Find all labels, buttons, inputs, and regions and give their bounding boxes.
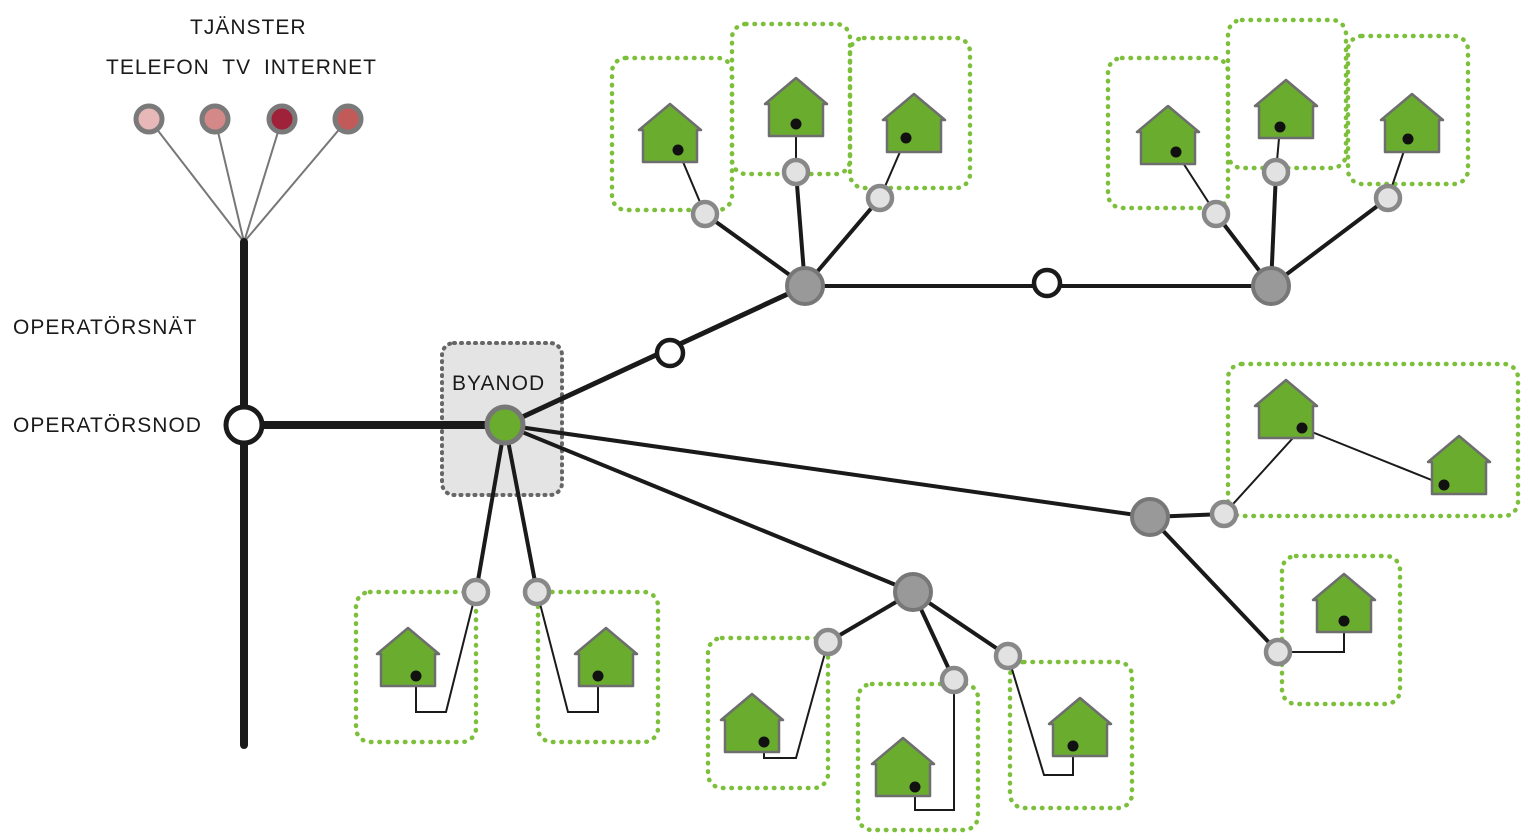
service-names: TELEFON TV INTERNET [106, 56, 377, 79]
house-icon [881, 92, 947, 154]
connection-point [939, 665, 969, 695]
fiber-line [503, 423, 539, 594]
connection-point [813, 627, 843, 657]
property-boundary [855, 681, 981, 833]
connection-point [1373, 183, 1403, 213]
property-boundary [609, 55, 735, 213]
splice-point [1031, 267, 1063, 299]
service-dot-telefon [133, 103, 165, 135]
services-title: TJÄNSTER [190, 16, 307, 39]
house-shape [1135, 104, 1201, 166]
house-shape [1047, 696, 1113, 758]
connection-point [781, 157, 811, 187]
house-icon [870, 736, 936, 798]
house-icon [637, 102, 703, 164]
property-boundary [729, 21, 853, 177]
service-line [148, 118, 245, 243]
operator-network-label: OPERATÖRSNÄT [13, 316, 198, 339]
house-shape [1311, 572, 1377, 634]
fiber-line [474, 423, 507, 594]
house-shape [1379, 92, 1445, 154]
house-icon [1135, 104, 1201, 166]
house-connection-dot [758, 736, 770, 748]
drop-line [1007, 655, 1074, 776]
connection-point [690, 199, 720, 229]
network-node [1130, 497, 1170, 537]
house-connection-dot [592, 670, 604, 682]
house-icon [1253, 378, 1319, 440]
property-boundary [1225, 361, 1521, 519]
service-line [243, 118, 349, 243]
house-connection-dot [672, 144, 684, 156]
house-connection-dot [1402, 133, 1414, 145]
house-icon [1253, 78, 1319, 140]
house-icon [375, 626, 441, 688]
property-boundary [705, 635, 831, 791]
house-connection-dot [1274, 121, 1286, 133]
house-shape [573, 626, 639, 688]
connection-point [522, 577, 552, 607]
service-line [243, 118, 283, 243]
house-shape [870, 736, 936, 798]
house-connection-dot [909, 781, 921, 793]
house-icon [1311, 572, 1377, 634]
drop-line [914, 680, 955, 811]
house-icon [763, 76, 829, 138]
network-node [785, 266, 825, 306]
house-shape [1426, 434, 1492, 496]
fiber-line [1269, 196, 1390, 288]
house-icon [719, 692, 785, 754]
connection-point [1263, 637, 1293, 667]
house-shape [1253, 378, 1319, 440]
property-boundary [1279, 553, 1403, 707]
house-connection-dot [1067, 740, 1079, 752]
connection-point [865, 183, 895, 213]
house-icon [1379, 92, 1445, 154]
service-line [214, 118, 245, 243]
house-connection-dot [1338, 615, 1350, 627]
house-shape [763, 76, 829, 138]
property-boundary [1105, 55, 1231, 211]
house-icon [1047, 696, 1113, 758]
house-connection-dot [1296, 422, 1308, 434]
house-shape [1253, 78, 1319, 140]
connection-point [1201, 199, 1231, 229]
house-icon [573, 626, 639, 688]
drop-line [1223, 426, 1445, 515]
house-connection-dot [900, 132, 912, 144]
house-shape [719, 692, 785, 754]
house-connection-dot [410, 670, 422, 682]
house-shape [637, 102, 703, 164]
village-node-label: BYANOD [452, 372, 546, 395]
splice-point [654, 337, 686, 369]
property-boundary [353, 589, 479, 745]
house-shape [375, 626, 441, 688]
service-dot-internet [266, 103, 298, 135]
house-connection-dot [1438, 479, 1450, 491]
connection-point [1209, 499, 1239, 529]
property-boundary [847, 35, 973, 191]
house-connection-dot [1170, 146, 1182, 158]
fiber-line [503, 423, 1152, 519]
house-icon [1426, 434, 1492, 496]
fiber-line [503, 423, 915, 594]
fiber-line [703, 212, 807, 288]
house-connection-dot [790, 118, 802, 130]
operator-node-label: OPERATÖRSNOD [13, 414, 202, 437]
house-shape [881, 92, 947, 154]
operator-node [223, 404, 265, 446]
connection-point [1261, 157, 1291, 187]
fiber-line [1148, 515, 1280, 654]
property-boundary [535, 589, 661, 745]
network-node [893, 572, 933, 612]
connection-point [461, 577, 491, 607]
service-dot-tv [199, 103, 231, 135]
connection-point [993, 641, 1023, 671]
village-node [484, 404, 526, 446]
drop-line [415, 591, 477, 713]
service-dot-4 [332, 103, 364, 135]
network-node [1251, 266, 1291, 306]
drop-line [536, 591, 599, 713]
